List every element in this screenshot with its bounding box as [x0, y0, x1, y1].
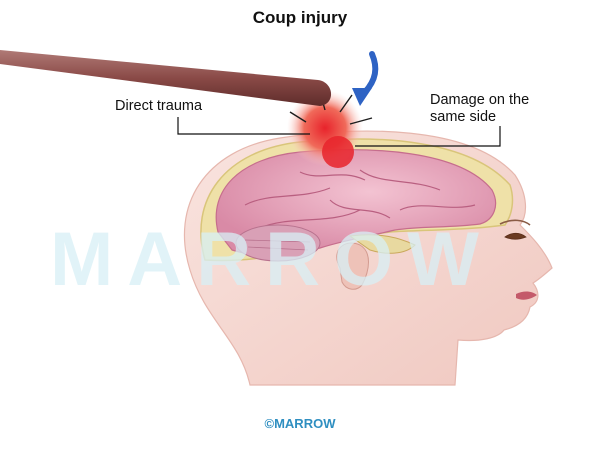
skull-base	[348, 234, 416, 254]
lips	[516, 291, 537, 300]
leader-line-damage-same-side	[355, 126, 501, 147]
striking-rod	[0, 50, 332, 106]
label-damage-line2: same side	[430, 109, 497, 125]
watermark: MARROW	[50, 217, 493, 302]
eyebrow	[499, 219, 531, 226]
credit-text: ©MARROW	[264, 416, 336, 431]
ear	[336, 242, 369, 290]
leader-line-direct-trauma	[177, 117, 310, 135]
motion-arrow-icon	[352, 51, 379, 106]
diagram-title: Coup injury	[252, 8, 348, 27]
label-damage-same-side: Damage on the same side	[430, 92, 529, 126]
brain-damage-spot	[322, 136, 354, 168]
eye	[504, 232, 527, 240]
label-direct-trauma: Direct trauma	[115, 98, 203, 114]
label-damage-line1: Damage on the	[430, 92, 530, 108]
brain	[215, 149, 497, 262]
